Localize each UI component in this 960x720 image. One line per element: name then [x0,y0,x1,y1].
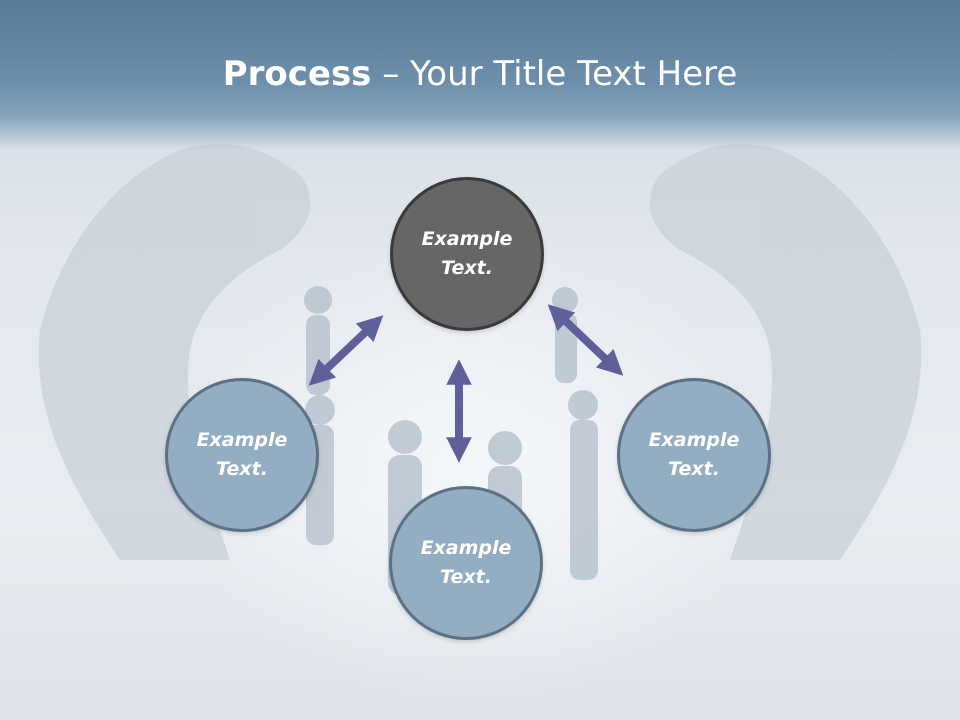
node-top: Example Text. [390,177,544,331]
title-bold: Process [222,54,372,94]
node-bottom-label: Example Text. [420,537,512,588]
node-right: Example Text. [617,378,771,532]
slide-title: Process – Your Title Text Here [0,50,960,98]
node-bottom: Example Text. [389,486,543,640]
arrow-top-left [308,315,384,386]
title-rest: – Your Title Text Here [371,54,738,94]
right-hand-shape [649,144,922,560]
node-left-label: Example Text. [196,429,288,480]
node-left: Example Text. [165,378,319,532]
title-band [0,0,960,150]
left-hand-shape [38,144,311,560]
arrow-top-right [547,304,624,376]
node-top-label: Example Text. [421,228,513,279]
node-right-label: Example Text. [648,429,740,480]
